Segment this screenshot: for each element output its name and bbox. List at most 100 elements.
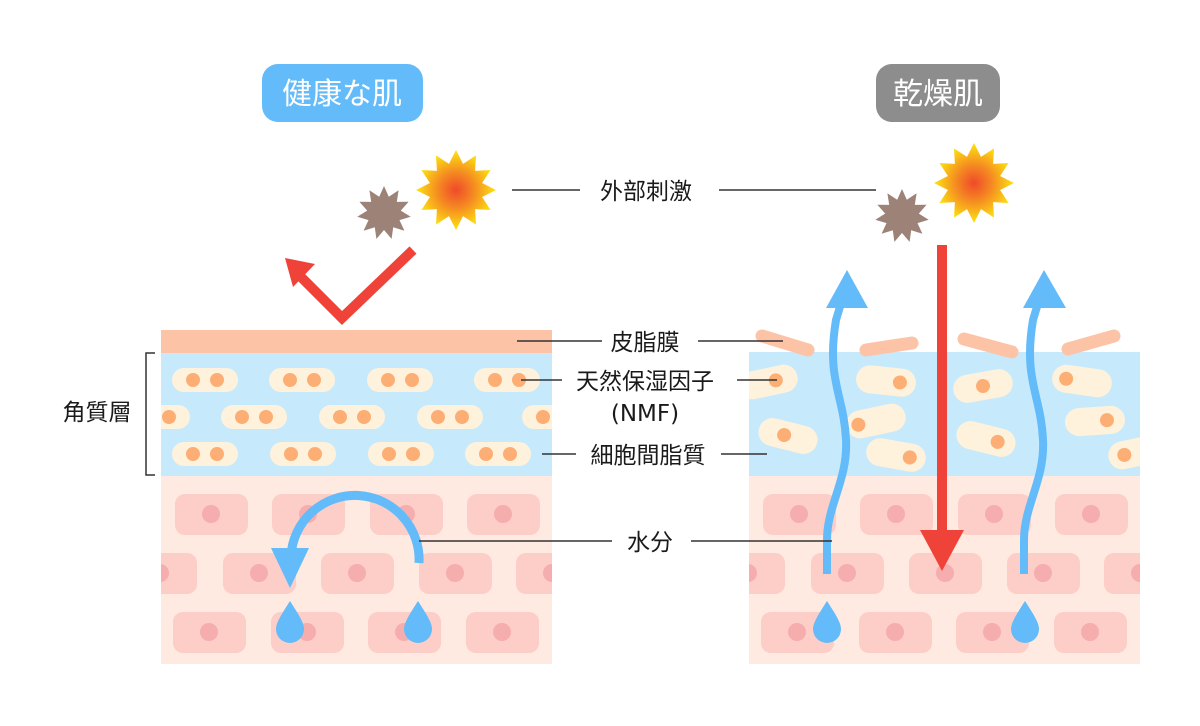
broken-sebum-membrane <box>755 329 1121 359</box>
nmf-capsule-group <box>956 421 1016 457</box>
cell-nucleus <box>446 564 464 582</box>
arrow-head-icon <box>271 548 309 588</box>
cell-nucleus <box>348 564 366 582</box>
nmf-dot <box>357 410 371 424</box>
cell-nucleus <box>1131 564 1140 582</box>
nmf-dot <box>479 447 493 461</box>
nmf-dot <box>138 410 152 424</box>
sebum-fragment <box>1061 329 1121 356</box>
nmf-dot <box>283 373 297 387</box>
nmf-dot <box>162 410 176 424</box>
skin-cell <box>161 553 197 594</box>
nmf-abbreviation: (NMF) <box>611 401 679 427</box>
water-drop-icon <box>1011 601 1039 643</box>
reflected-stimulus-arrow <box>285 246 417 325</box>
sebum-membrane <box>161 330 552 353</box>
cell-nucleus <box>886 623 904 641</box>
nmf-dot <box>186 373 200 387</box>
nmf-capsule-group <box>1065 405 1125 437</box>
nmf-dot <box>406 447 420 461</box>
nmf-capsule-group <box>856 365 916 397</box>
dry-skin-section <box>749 245 1140 664</box>
sebum-fragment <box>859 336 919 357</box>
sebum-fragment <box>957 332 1019 359</box>
nmf-capsule <box>221 405 287 429</box>
nmf-dot <box>405 373 419 387</box>
nmf-capsule <box>417 405 483 429</box>
cell-nucleus <box>790 505 808 523</box>
cell-nucleus <box>200 623 218 641</box>
external-stimulus-left <box>357 150 496 239</box>
nmf-dot <box>503 447 517 461</box>
nmf-capsule <box>749 364 798 400</box>
nmf-capsule <box>319 405 385 429</box>
nmf-capsule-group <box>758 418 818 454</box>
moisture-label: 水分 <box>627 530 673 556</box>
cell-nucleus <box>1082 505 1100 523</box>
healthy-skin-section <box>138 330 574 664</box>
arrow-head-icon <box>920 530 964 571</box>
dry-badge-bg <box>876 64 1000 122</box>
nmf-dot <box>186 447 200 461</box>
nmf-dot <box>1059 371 1074 386</box>
water-drop-icon <box>813 601 841 643</box>
cell-nucleus <box>494 505 512 523</box>
nmf-dot <box>892 375 907 390</box>
nmf-capsule <box>1065 405 1125 437</box>
healthy-skin-title: 健康な肌 <box>282 77 402 112</box>
cell-nucleus <box>493 623 511 641</box>
nmf-dot <box>560 410 574 424</box>
nmf-dot <box>777 428 792 443</box>
nmf-dot <box>1117 447 1132 462</box>
water-retention-arrow <box>271 490 424 588</box>
nmf-dot <box>1099 413 1114 428</box>
nmf-dot <box>235 410 249 424</box>
nmf-label: 天然保湿因子 <box>576 369 714 395</box>
nmf-dot <box>512 373 526 387</box>
nmf-capsule <box>368 442 434 466</box>
cell-nucleus <box>887 505 905 523</box>
nmf-dot <box>976 379 990 393</box>
nmf-dot <box>431 410 445 424</box>
stratum-corneum-label: 角質層 <box>63 400 132 426</box>
nmf-dot <box>307 373 321 387</box>
nmf-dot <box>382 447 396 461</box>
water-escape-arrow-right <box>1020 270 1066 574</box>
sun-burst-icon <box>934 143 1014 223</box>
nmf-scattered <box>749 364 1140 472</box>
cell-nucleus <box>161 564 169 582</box>
cell-nucleus <box>543 564 552 582</box>
arrow-head-icon <box>1023 270 1066 308</box>
nmf-capsule <box>465 442 531 466</box>
nmf-dot <box>333 410 347 424</box>
arrow-shaft <box>937 245 947 535</box>
nmf-capsule-group <box>846 403 906 439</box>
skin-cell <box>749 553 785 594</box>
skin-cell <box>1104 553 1140 594</box>
stratum-corneum-bracket: 角質層 <box>63 352 155 476</box>
dry-skin-title-badge: 乾燥肌 <box>876 64 1000 122</box>
nmf-capsules <box>138 368 574 466</box>
cell-nucleus <box>1034 564 1052 582</box>
dust-particle-icon <box>875 189 929 242</box>
nmf-capsule <box>269 368 335 392</box>
nmf-dot <box>455 410 469 424</box>
cell-nucleus <box>985 505 1003 523</box>
external-stimulus-label: 外部刺激 <box>600 179 692 205</box>
nmf-dot <box>990 434 1005 449</box>
nmf-capsule-group <box>1052 364 1112 398</box>
nmf-capsule <box>172 442 238 466</box>
sebum-fragment <box>755 329 815 357</box>
nmf-capsule-group <box>1108 434 1140 470</box>
arrow-head-icon <box>285 258 315 287</box>
nmf-dot <box>210 373 224 387</box>
cell-nucleus <box>936 564 954 582</box>
nmf-dot <box>210 447 224 461</box>
bracket-line <box>145 352 155 476</box>
cell-nucleus <box>838 564 856 582</box>
nmf-capsule <box>270 442 336 466</box>
nmf-dot <box>308 447 322 461</box>
healthy-skin-title-badge: 健康な肌 <box>262 64 423 122</box>
water-escape-arrow-left <box>823 270 868 574</box>
